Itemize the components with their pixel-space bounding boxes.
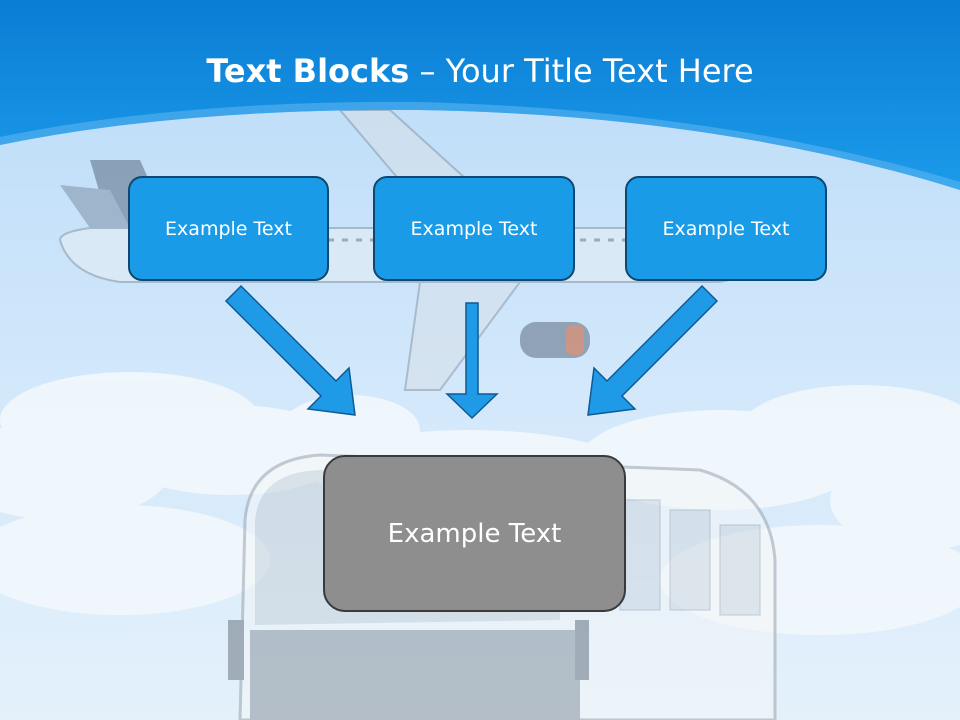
text-block-2[interactable]: Example Text (373, 176, 575, 281)
arrow-center (445, 302, 499, 420)
text-block-1[interactable]: Example Text (128, 176, 329, 281)
arrows (224, 284, 719, 420)
text-block-1-label: Example Text (165, 217, 292, 240)
title-rest: Your Title Text Here (445, 52, 754, 90)
center-text-block-label: Example Text (387, 518, 562, 549)
title-bold: Text Blocks (206, 52, 410, 90)
center-text-block[interactable]: Example Text (323, 455, 626, 612)
text-block-3[interactable]: Example Text (625, 176, 827, 281)
slide-title: Text Blocks – Your Title Text Here (0, 52, 960, 90)
title-dash: – (409, 52, 446, 90)
text-block-2-label: Example Text (410, 217, 538, 240)
text-block-3-label: Example Text (662, 217, 790, 240)
arrow-left (224, 284, 356, 416)
arrow-right (587, 284, 719, 416)
header-band (0, 0, 960, 190)
